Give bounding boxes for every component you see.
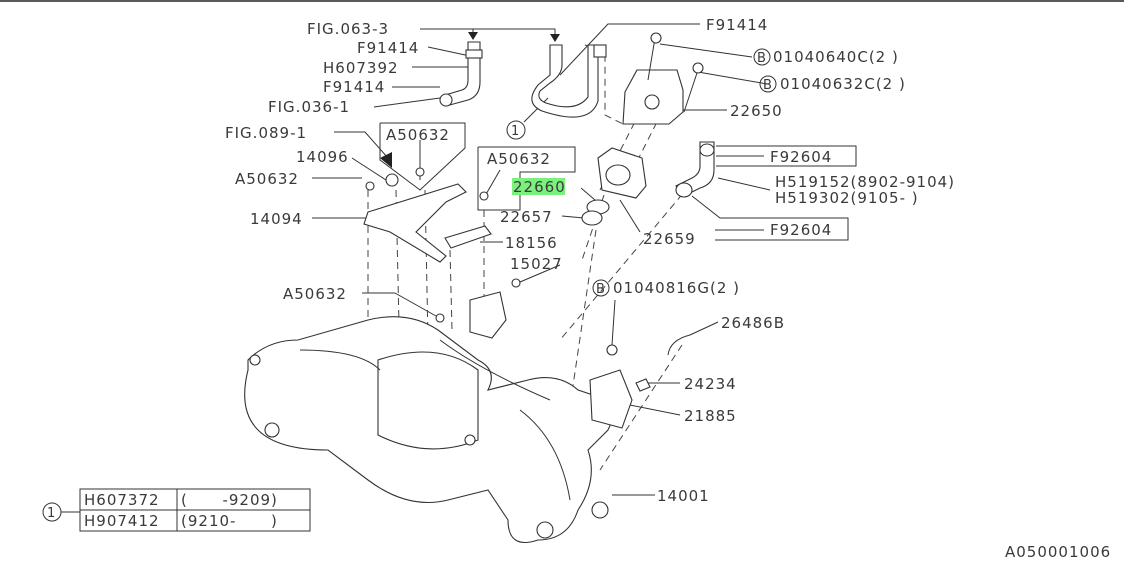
label-01040816g[interactable]: 01040816G(2 ) <box>613 279 740 297</box>
label-14001[interactable]: 14001 <box>657 487 710 505</box>
label-22657[interactable]: 22657 <box>500 208 553 226</box>
label-01040640c[interactable]: 01040640C(2 ) <box>773 48 899 66</box>
label-a50632[interactable]: A50632 <box>235 170 299 188</box>
label-f91414[interactable]: F91414 <box>357 39 419 57</box>
bolt-marker-icon <box>592 279 610 297</box>
table-part[interactable]: H907412 <box>84 512 160 530</box>
label-h607392[interactable]: H607392 <box>323 59 399 77</box>
bolt-marker: B <box>763 78 773 93</box>
hose-ref1 <box>531 44 607 118</box>
search-highlight <box>512 178 565 195</box>
diagram-id: A050001006 <box>1005 543 1111 561</box>
label-22660[interactable]: 22660 <box>513 178 566 196</box>
label-fig036-1[interactable]: FIG.036-1 <box>268 98 350 116</box>
bolt-marker: B <box>596 282 606 297</box>
label-22659[interactable]: 22659 <box>643 230 696 248</box>
table-part[interactable]: H607372 <box>84 491 160 509</box>
bolt-marker: B <box>757 51 767 66</box>
bracket-18156 <box>435 278 521 339</box>
label-a50632[interactable]: A50632 <box>386 126 450 144</box>
ref-circle <box>506 120 526 140</box>
label-a50632[interactable]: A50632 <box>487 150 551 168</box>
label-f91414[interactable]: F91414 <box>706 16 768 34</box>
label-18156[interactable]: 18156 <box>505 234 558 252</box>
callout-labels: FIG.063-3 F91414 H607392 F91414 FIG.036-… <box>225 16 955 505</box>
bracket-21885 <box>589 334 691 429</box>
label-14096[interactable]: 14096 <box>296 148 349 166</box>
ref-table: 1 H607372 ( -9209) H907412 (9210- ) <box>42 488 311 532</box>
ref-number: 1 <box>47 506 56 521</box>
table-range: ( -9209) <box>181 491 278 509</box>
throttle-body-22650 <box>622 32 704 125</box>
hose-h519152 <box>675 141 715 198</box>
label-f91414[interactable]: F91414 <box>323 78 385 96</box>
intake-manifold-14001 <box>244 316 614 544</box>
bracket-14094 <box>363 167 492 263</box>
bolt-marker-icon <box>753 48 771 66</box>
rings-22660-22657 <box>581 199 610 226</box>
label-h519152[interactable]: H519152(8902-9104) <box>775 173 955 191</box>
bolt-marker-icon <box>759 75 777 93</box>
label-01040632c[interactable]: 01040632C(2 ) <box>780 75 906 93</box>
label-26486b[interactable]: 26486B <box>721 314 785 332</box>
label-21885[interactable]: 21885 <box>684 407 737 425</box>
label-a50632[interactable]: A50632 <box>283 285 347 303</box>
table-range: (9210- ) <box>181 512 278 530</box>
ref-number[interactable]: 1 <box>511 124 520 139</box>
gasket-22659 <box>597 147 647 199</box>
label-f92604[interactable]: F92604 <box>770 221 832 239</box>
hose-h607392 <box>439 41 483 107</box>
label-fig089-1[interactable]: FIG.089-1 <box>225 124 307 142</box>
label-15027[interactable]: 15027 <box>510 255 563 273</box>
label-fig063-3[interactable]: FIG.063-3 <box>307 20 389 38</box>
label-f92604[interactable]: F92604 <box>770 148 832 166</box>
label-h519302[interactable]: H519302(9105- ) <box>775 189 919 207</box>
label-22650[interactable]: 22650 <box>730 102 783 120</box>
label-14094[interactable]: 14094 <box>250 210 303 228</box>
label-24234[interactable]: 24234 <box>684 375 737 393</box>
